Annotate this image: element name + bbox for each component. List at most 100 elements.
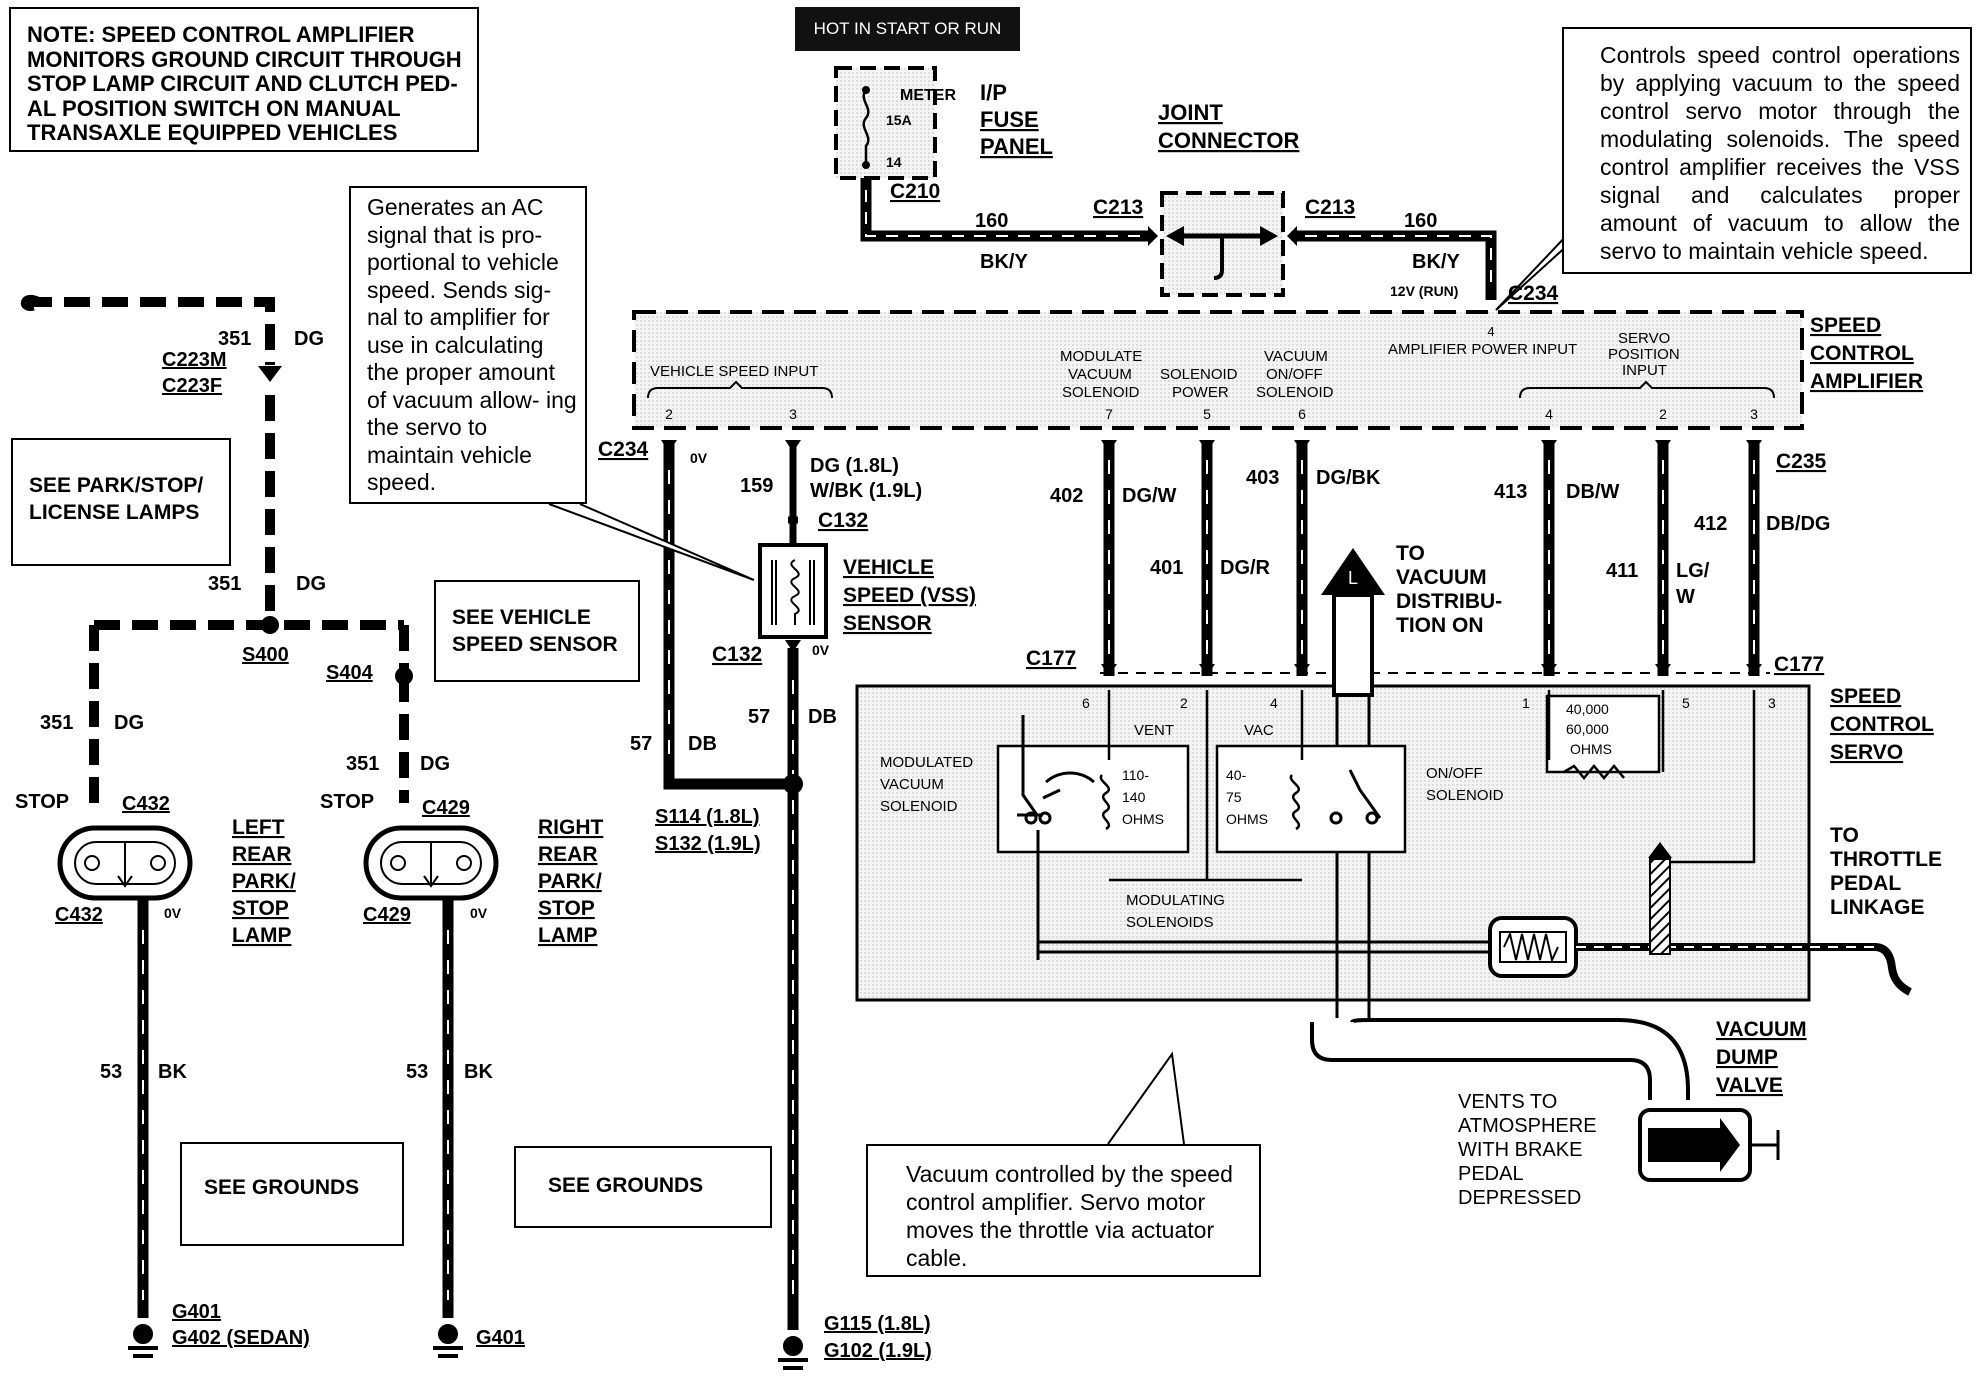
fuse-amp: 15A — [886, 112, 912, 128]
wire-411: 411 — [1606, 560, 1638, 582]
vehicle-speed-input: VEHICLE SPEED INPUT — [650, 363, 818, 380]
r2-line-3: OHMS — [1226, 811, 1268, 827]
servo-motor — [1488, 916, 1578, 978]
amp-pin-4: 4 — [1545, 406, 1553, 422]
lamp-0v-right: 0V — [470, 905, 488, 921]
wire-start-curl — [21, 295, 42, 311]
wire-413: 413 — [1494, 481, 1527, 503]
to-vacuum-4: TION ON — [1396, 614, 1484, 637]
right-lamp-2: REAR — [538, 843, 598, 866]
vac-label-3: SOLENOID — [1256, 384, 1334, 401]
fuse-num: 14 — [886, 154, 902, 170]
vacuum-distribution-arrow — [1310, 548, 1690, 1100]
wire-160-left: 160 — [975, 210, 1008, 232]
throttle-3: PEDAL — [1830, 872, 1901, 895]
c429-top: C429 — [422, 797, 470, 819]
servo-internals — [996, 690, 1756, 960]
r1-line-2: 140 — [1122, 789, 1146, 805]
panel-label-3: PANEL — [980, 134, 1053, 159]
wire-dgr: DG/R — [1220, 557, 1271, 579]
modulating-label-2: SOLENOIDS — [1126, 914, 1214, 931]
r1-line-3: OHMS — [1122, 811, 1164, 827]
left-lamp-2: REAR — [232, 843, 292, 866]
amp-pin-4-power: 4 — [1487, 324, 1494, 339]
throttle-1: TO — [1830, 824, 1859, 847]
g401-left: G401 — [172, 1301, 221, 1323]
vents-2: ATMOSPHERE — [1458, 1115, 1597, 1137]
amp-pin-7: 7 — [1105, 406, 1113, 422]
g402-label: G402 (SEDAN) — [172, 1327, 310, 1349]
c132-top: C132 — [818, 509, 868, 532]
amp-pin-6: 6 — [1298, 406, 1306, 422]
see-grounds-2[interactable]: SEE GROUNDS — [514, 1146, 772, 1228]
vac-label-2: ON/OFF — [1266, 366, 1323, 383]
wire-351-mid: 351 — [208, 573, 241, 595]
wire-159: 159 — [740, 475, 773, 497]
mvs-label-3: SOLENOID — [880, 798, 958, 815]
ground-symbols — [128, 1324, 808, 1370]
db-right: DB — [808, 706, 837, 728]
amp-name-1: SPEED — [1810, 314, 1881, 337]
amp-pin-3: 3 — [789, 406, 797, 422]
vac-label: VAC — [1244, 722, 1274, 739]
pot-arrow — [1648, 842, 1672, 858]
fuse-top-dot — [862, 86, 870, 94]
amplifier-box — [632, 310, 1804, 430]
right-lamp-3: PARK/ — [538, 870, 602, 893]
wire-dgw: DG/W — [1122, 485, 1177, 507]
see-grounds-1[interactable]: SEE GROUNDS — [180, 1142, 404, 1246]
servo-pin-5: 5 — [1682, 695, 1690, 711]
wire-402: 402 — [1050, 485, 1083, 507]
c234-left-label: C234 — [598, 438, 649, 461]
fuse-element — [862, 89, 870, 165]
bk-left: BK — [158, 1061, 187, 1083]
servo-pin-2: 2 — [1180, 695, 1188, 711]
wire-53-left: 53 — [100, 1061, 122, 1083]
throttle-2: THROTTLE — [1830, 848, 1942, 871]
wire-159 — [788, 440, 798, 548]
see-vehicle-speed-sensor[interactable]: SEE VEHICLE SPEED SENSOR — [434, 580, 640, 682]
c223f-label: C223F — [162, 375, 222, 397]
see-park-stop-license-lamps[interactable]: SEE PARK/STOP/ LICENSE LAMPS — [11, 438, 231, 566]
note-amplifier: Controls speed control operations by app… — [1562, 27, 1972, 274]
vss-0v-bottom: 0V — [812, 642, 830, 658]
c223-connector — [258, 366, 282, 382]
c432-top: C432 — [122, 793, 170, 815]
wire-dbw: DB/W — [1566, 481, 1619, 503]
joint-stub — [1213, 236, 1224, 280]
vents-1: VENTS TO — [1458, 1091, 1557, 1113]
sol-label-2: POWER — [1172, 384, 1229, 401]
fuse-bottom-dot — [862, 161, 870, 169]
amp-pin-5: 5 — [1203, 406, 1211, 422]
note-c-pointer — [1495, 233, 1581, 311]
r2-line-1: 40- — [1226, 767, 1247, 783]
wire-351-top: 351 — [218, 328, 251, 350]
wire-159-wbk: W/BK (1.9L) — [810, 480, 922, 502]
amp-pin-2b: 2 — [1659, 406, 1667, 422]
servo-pin-6: 6 — [1082, 695, 1090, 711]
left-lamp-1: LEFT — [232, 816, 285, 839]
dg-left: DG — [114, 712, 144, 734]
wire-lgw-1: LG/ — [1676, 560, 1710, 582]
c213-left-connector — [1148, 226, 1158, 246]
run-label: 12V (RUN) — [1390, 283, 1458, 299]
actuator-cable — [1576, 943, 1912, 996]
modulating-label-1: MODULATING — [1126, 892, 1225, 909]
note-vss: Generates an AC signal that is pro- port… — [349, 186, 587, 504]
bky-left: BK/Y — [980, 251, 1028, 273]
servo-name-3: SERVO — [1830, 741, 1903, 764]
mvs-label-2: VACUUM — [880, 776, 944, 793]
wire-lgw-2: W — [1676, 586, 1695, 608]
servo-pin-4: 4 — [1270, 695, 1278, 711]
vacuum-dump-valve — [1638, 1108, 1780, 1182]
amp-name-2: CONTROL — [1810, 342, 1914, 365]
s404-label: S404 — [326, 662, 374, 684]
bk-right: BK — [464, 1061, 493, 1083]
vents-5: DEPRESSED — [1458, 1187, 1581, 1209]
vac-label-1: VACUUM — [1264, 348, 1328, 365]
wire-351-right: 351 — [346, 753, 379, 775]
db-left: DB — [688, 733, 717, 755]
wire-160-right: 160 — [1404, 210, 1437, 232]
panel-label-2: FUSE — [980, 107, 1039, 132]
